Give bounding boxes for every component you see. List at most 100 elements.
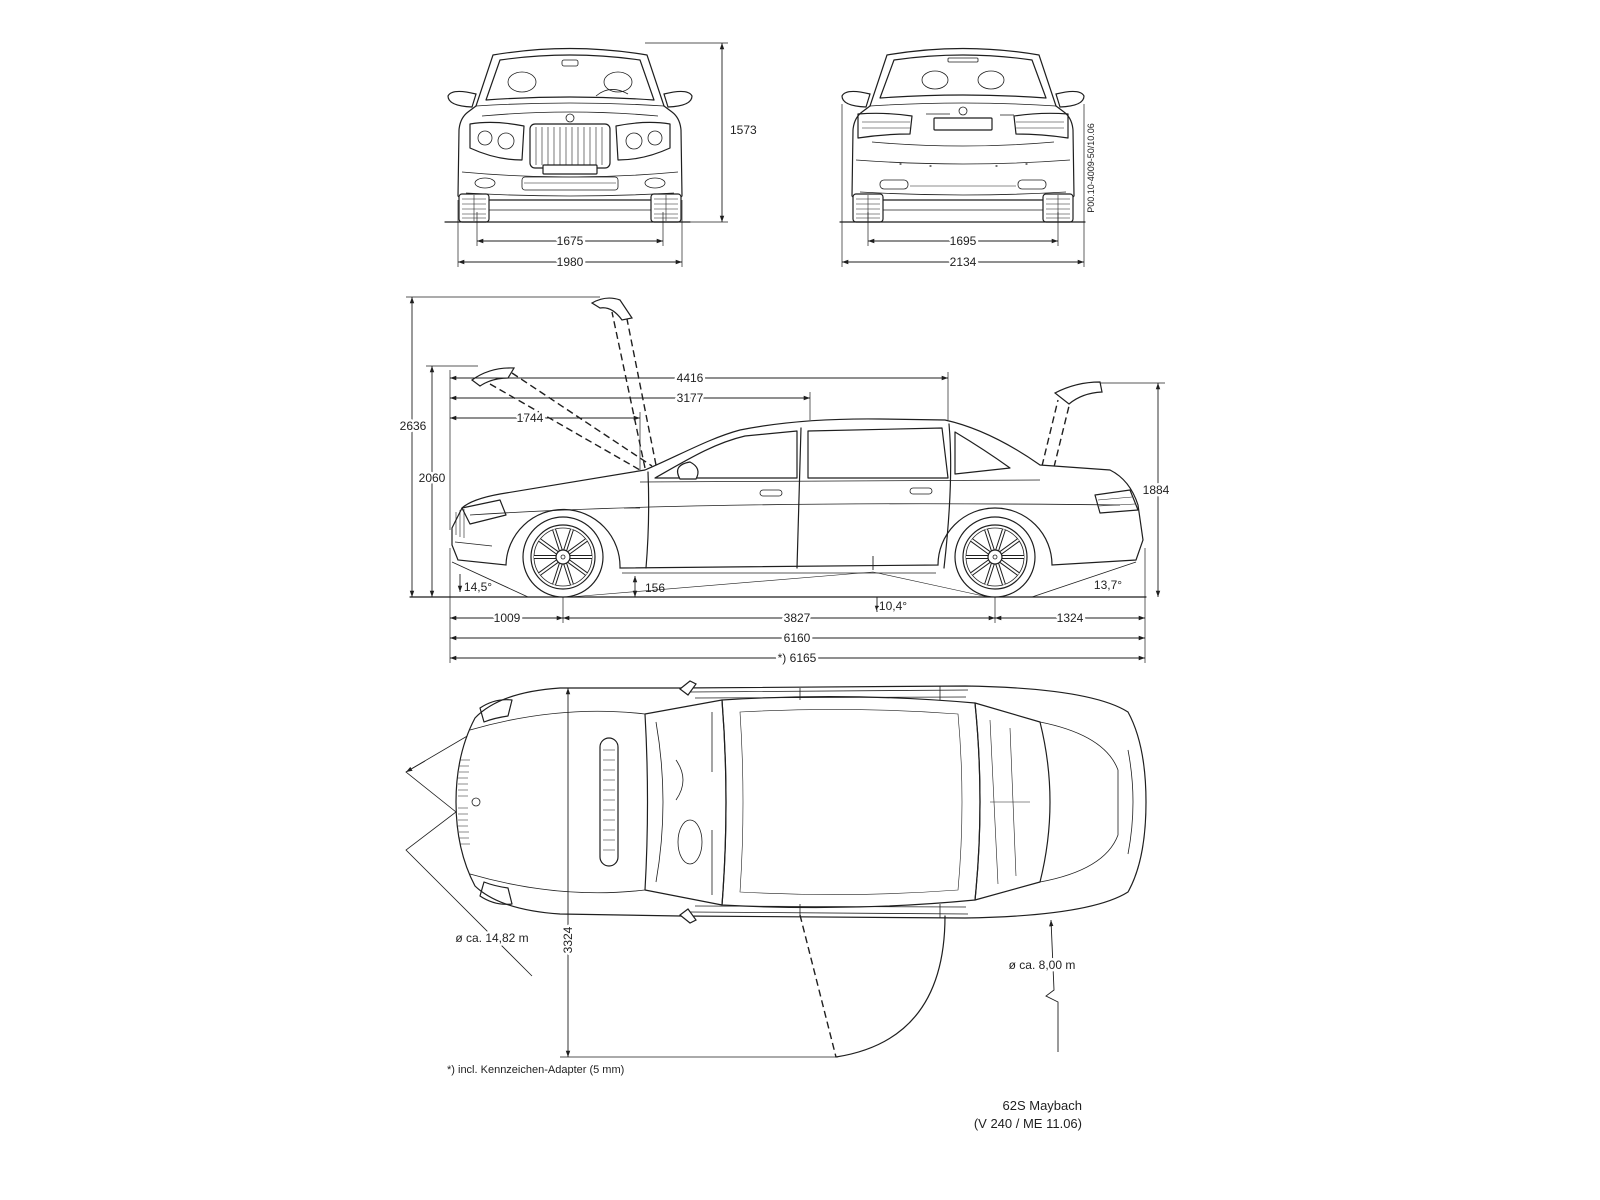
third-brake-light <box>947 57 979 63</box>
rear-headrest-right <box>977 70 1005 90</box>
top-body-outline <box>455 685 1147 919</box>
side-character-line <box>469 503 1121 516</box>
hood-open-low <box>470 367 653 471</box>
rear-view: 1695 2134 P00.10-4009-50/10.06 <box>839 47 1096 272</box>
dim-front-height-label: 1573 <box>730 123 757 137</box>
dim-front-to-windshield-label: 1744 <box>517 411 544 425</box>
trunk-open <box>1041 381 1103 468</box>
exhaust-left <box>879 179 909 190</box>
hood-vent <box>599 737 619 867</box>
top-mirror-right <box>679 908 697 924</box>
top-rear-interior <box>989 719 1030 885</box>
dim-trunk-open: 1884 <box>1100 382 1172 597</box>
breakover-angle-marker <box>873 556 877 612</box>
quarter-window <box>954 431 1011 475</box>
front-hood-lines <box>475 102 665 117</box>
front-roof-pillars <box>475 47 665 107</box>
rearview-mirror <box>561 59 579 67</box>
dim-length-with-adapter-label: *) 6165 <box>778 651 817 665</box>
top-hood-emblem <box>471 797 481 807</box>
side-top-dim-extensions <box>449 370 949 530</box>
dim-rear-width-label: 2134 <box>950 255 977 269</box>
front-door-handle <box>759 489 783 497</box>
dim-front-track: 1675 <box>476 212 664 251</box>
side-view: 14,5° 156 10,4° 13,7° 2636 2060 1884 441… <box>397 296 1172 668</box>
dim-front-track-label: 1675 <box>557 234 584 248</box>
rear-mirror-right <box>1055 90 1085 108</box>
front-mirror-left <box>447 90 477 108</box>
hood-open-high-tip <box>590 297 633 321</box>
grille-bars <box>535 127 603 165</box>
rear-license-plate <box>933 117 993 131</box>
dim-hood-open-low: 2060 <box>416 365 478 597</box>
top-grille <box>458 759 470 845</box>
top-headlight-left <box>479 699 513 723</box>
dim-rear-overhang: 1324 <box>995 609 1145 628</box>
turning-circle-arrow <box>405 760 426 773</box>
front-tire-right <box>650 193 682 223</box>
top-roof-panel <box>739 709 963 895</box>
dim-length-with-adapter: *) 6165 <box>450 649 1145 668</box>
b-pillar-door-split <box>796 427 802 569</box>
headlight-left <box>469 121 525 161</box>
hood-open-high <box>590 297 657 469</box>
side-rear-wheel <box>953 515 1037 599</box>
front-seat-left <box>507 71 537 93</box>
dim-rear-overhang-label: 1324 <box>1057 611 1084 625</box>
dim-hood-open-low-label: 2060 <box>419 471 446 485</box>
top-rear-lights <box>1127 749 1134 855</box>
dim-front-to-windshield: 1744 <box>450 409 640 428</box>
headlight-left-lens-1 <box>477 130 493 146</box>
side-taillight-stripes <box>1097 496 1136 507</box>
footnote: *) incl. Kennzeichen-Adapter (5 mm) <box>447 1064 624 1076</box>
rear-side-window <box>807 427 949 479</box>
approach-angle-line <box>451 561 529 598</box>
dim-hood-open-high-label: 2636 <box>400 419 427 433</box>
rear-door-handle <box>909 487 933 495</box>
taillight-left <box>857 112 913 139</box>
front-windshield <box>485 54 655 101</box>
rear-emblem <box>958 106 968 116</box>
front-seat-right <box>603 71 633 93</box>
steering-wheel <box>595 89 629 97</box>
fog-lamp-left <box>474 177 496 189</box>
front-bumper-intake <box>454 541 493 547</box>
door-swing-diameter-label: ø ca. 8,00 m <box>1009 958 1076 972</box>
taillight-right-stripes <box>1016 121 1064 129</box>
front-view: 1573 1675 1980 <box>444 42 760 272</box>
dim-door-open-width-label: 3324 <box>561 926 575 953</box>
drawing-code: P00.10-4009-50/10.06 <box>1086 123 1096 213</box>
parking-sensors <box>899 163 1028 167</box>
dim-front-to-c-pillar-label: 4416 <box>677 371 704 385</box>
rear-mirror-left <box>841 90 871 108</box>
side-front-wheel <box>521 515 605 599</box>
top-side-glass <box>689 689 969 915</box>
rear-door-rear-edge <box>943 423 952 569</box>
hood-emblem <box>565 113 575 123</box>
trunk-open-tip <box>1053 381 1103 405</box>
fog-lamp-right <box>644 177 666 189</box>
front-mirror-right <box>663 90 693 108</box>
front-side-window <box>654 430 798 479</box>
door-swing <box>799 914 946 1058</box>
headlight-right <box>615 121 671 161</box>
top-hood-lines <box>469 710 646 894</box>
hood-open-low-tip <box>470 367 516 387</box>
trunk-lid-edge <box>871 141 1055 147</box>
dim-front-to-b-pillar: 3177 <box>450 389 810 408</box>
dim-front-to-b-pillar-label: 3177 <box>677 391 704 405</box>
door-swing-dashed <box>799 914 837 1058</box>
breakover-angle-label: 10,4° <box>879 599 907 613</box>
top-mirror-left <box>679 680 697 696</box>
side-grille <box>455 509 465 538</box>
exhaust-right <box>1017 179 1047 190</box>
turning-circle-label: ø ca. 14,82 m <box>455 931 528 945</box>
title-version: (V 240 / ME 11.06) <box>974 1116 1082 1131</box>
departure-angle-line <box>1031 561 1137 598</box>
top-view: 3324 ø ca. 8,00 m ø ca. 14,82 m <box>405 680 1147 1058</box>
side-taillight <box>1094 489 1139 514</box>
ground-clearance-label: 156 <box>645 581 665 595</box>
front-door-front-edge <box>645 471 650 569</box>
